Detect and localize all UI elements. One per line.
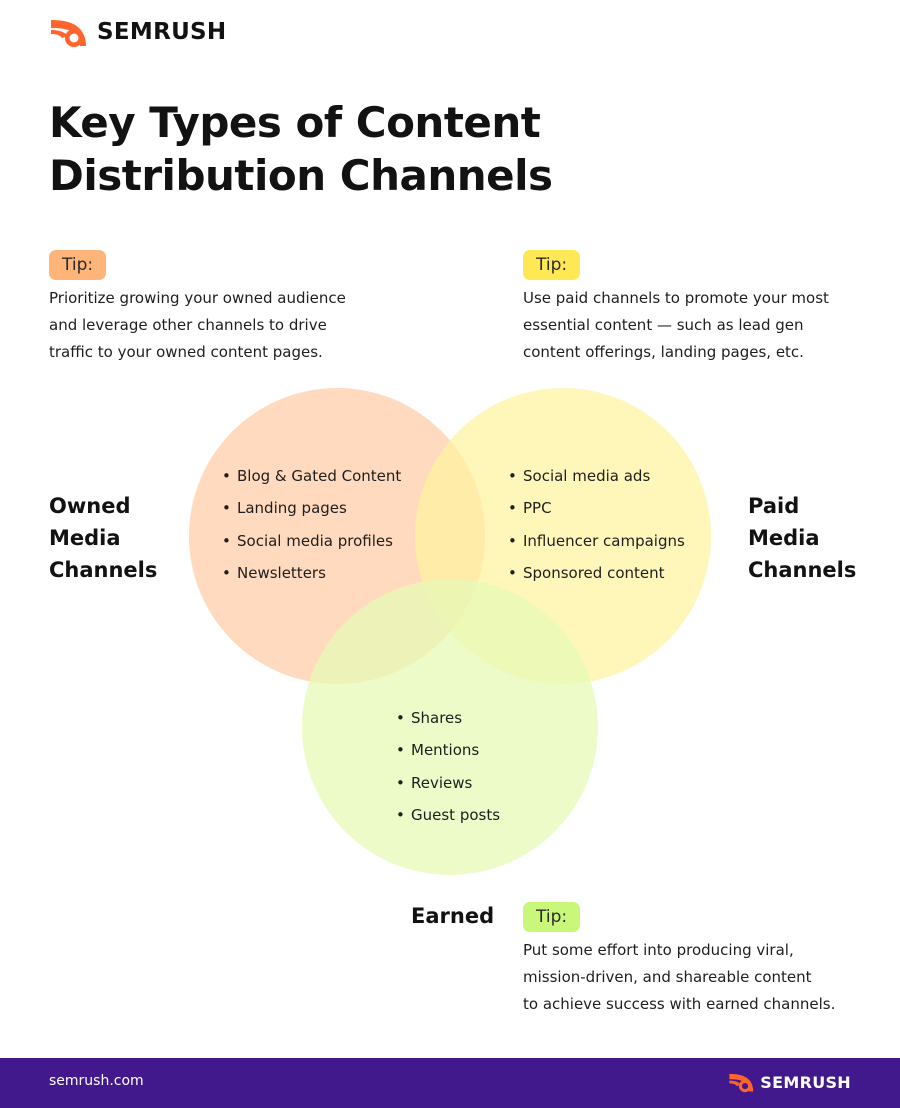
paid-media-label: Paid Media Channels [748, 490, 856, 586]
paid-label-line: Paid [748, 494, 800, 518]
owned-label-line: Owned [49, 494, 131, 518]
paid-label-line: Channels [748, 558, 857, 582]
semrush-flame-icon [729, 1073, 754, 1093]
owned-tip-badge: Tip: [49, 250, 107, 280]
list-item: Blog & Gated Content [222, 460, 401, 492]
earned-label: Earned [411, 900, 494, 932]
list-item: Social media ads [508, 460, 685, 492]
paid-tip-text: Use paid channels to promote your most e… [523, 285, 829, 366]
page-title: Key Types of Content Distribution Channe… [49, 98, 553, 200]
list-item: Reviews [396, 767, 500, 799]
semrush-logo: SEMRUSH [49, 14, 226, 50]
list-item: Newsletters [222, 557, 401, 589]
earned-tip-line: mission-driven, and shareable content [523, 968, 812, 986]
owned-tip-text: Prioritize growing your owned audience a… [49, 285, 346, 366]
paid-label-line: Media [748, 526, 820, 550]
list-item: Guest posts [396, 799, 500, 831]
owned-tip-line: traffic to your owned content pages. [49, 343, 323, 361]
list-item: Sponsored content [508, 557, 685, 589]
owned-channel-list: Blog & Gated Content Landing pages Socia… [222, 460, 401, 589]
brand-name: SEMRUSH [97, 19, 227, 45]
paid-tip-line: essential content — such as lead gen [523, 316, 804, 334]
list-item: Social media profiles [222, 525, 401, 557]
paid-tip-line: content offerings, landing pages, etc. [523, 343, 804, 361]
semrush-flame-icon [51, 20, 86, 47]
owned-tip-line: and leverage other channels to drive [49, 316, 327, 334]
earned-channel-list: Shares Mentions Reviews Guest posts [396, 702, 500, 831]
owned-label-line: Media [49, 526, 121, 550]
paid-channel-list: Social media ads PPC Influencer campaign… [508, 460, 685, 589]
earned-label-line: Earned [411, 904, 495, 928]
owned-label-line: Channels [49, 558, 158, 582]
owned-tip-line: Prioritize growing your owned audience [49, 289, 346, 307]
earned-tip-text: Put some effort into producing viral, mi… [523, 937, 835, 1018]
footer-logo: SEMRUSH [728, 1071, 851, 1093]
list-item: Influencer campaigns [508, 525, 685, 557]
earned-tip-line: to achieve success with earned channels. [523, 995, 836, 1013]
footer-brand-name: SEMRUSH [760, 1072, 851, 1092]
earned-tip-badge: Tip: [523, 902, 581, 932]
list-item: Shares [396, 702, 500, 734]
paid-tip-line: Use paid channels to promote your most [523, 289, 829, 307]
list-item: Mentions [396, 734, 500, 766]
owned-media-label: Owned Media Channels [49, 490, 157, 586]
paid-tip-badge: Tip: [523, 250, 581, 280]
earned-tip-line: Put some effort into producing viral, [523, 941, 794, 959]
list-item: Landing pages [222, 492, 401, 524]
footer-bar: semrush.com SEMRUSH [0, 1058, 900, 1108]
footer-url-link[interactable]: semrush.com [49, 1073, 144, 1089]
list-item: PPC [508, 492, 685, 524]
